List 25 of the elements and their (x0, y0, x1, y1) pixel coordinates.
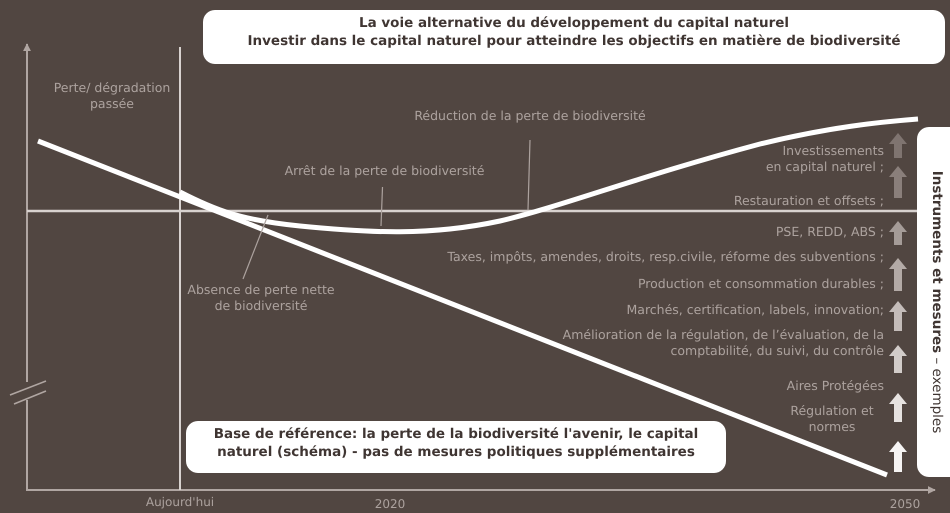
axis-tick-label: Aujourd'hui (144, 495, 216, 511)
leader-line (527, 140, 531, 210)
instrument-text: Marchés, certification, labels, innovation; (626, 302, 884, 318)
annotation-text: Absence de perte nette de biodiversité (186, 282, 336, 322)
title-text: Investir dans le capital naturel pour atteindre les objectifs en matière de biodiversité (246, 32, 902, 50)
side-band (917, 127, 950, 477)
instrument-text: PSE, REDD, ABS ; (774, 224, 884, 240)
title-text: La voie alternative du développement du capital naturel (358, 14, 790, 32)
instrument-text: Amélioration de la régulation, de l’évaluation, de la comptabilité, du suivi, du contrôle (562, 327, 884, 360)
annotation-text: Réduction de la perte de biodiversité (405, 108, 655, 128)
instrument-text: Production et consommation durables ; (636, 276, 884, 292)
annotation-text: Arrêt de la perte de biodiversité (262, 163, 507, 183)
band-title: Instruments et mesures – exemples (929, 170, 945, 434)
axis-label: Perte/ dégradation passée (52, 80, 172, 112)
baseline-note-box: Base de référence: la perte de la biodiversité l'avenir, le capital naturel (schéma) - pas de mesures politiques supplémentaires (186, 421, 726, 473)
instrument-text: Régulation et normes (789, 403, 875, 436)
leader-line (242, 214, 269, 280)
axis-tick-label: 2020 (374, 497, 406, 513)
instrument-text: Taxes, impôts, amendes, droits, resp.civile, réforme des subventions ; (446, 249, 884, 266)
instrument-text: Restauration et offsets ; (732, 193, 884, 210)
title-box (203, 10, 945, 64)
instrument-text: Investissements en capital naturel ; (764, 143, 884, 176)
instrument-text: Aires Protégées (786, 378, 884, 394)
leader-line (380, 186, 384, 226)
axis-tick-label: 2050 (888, 497, 922, 513)
